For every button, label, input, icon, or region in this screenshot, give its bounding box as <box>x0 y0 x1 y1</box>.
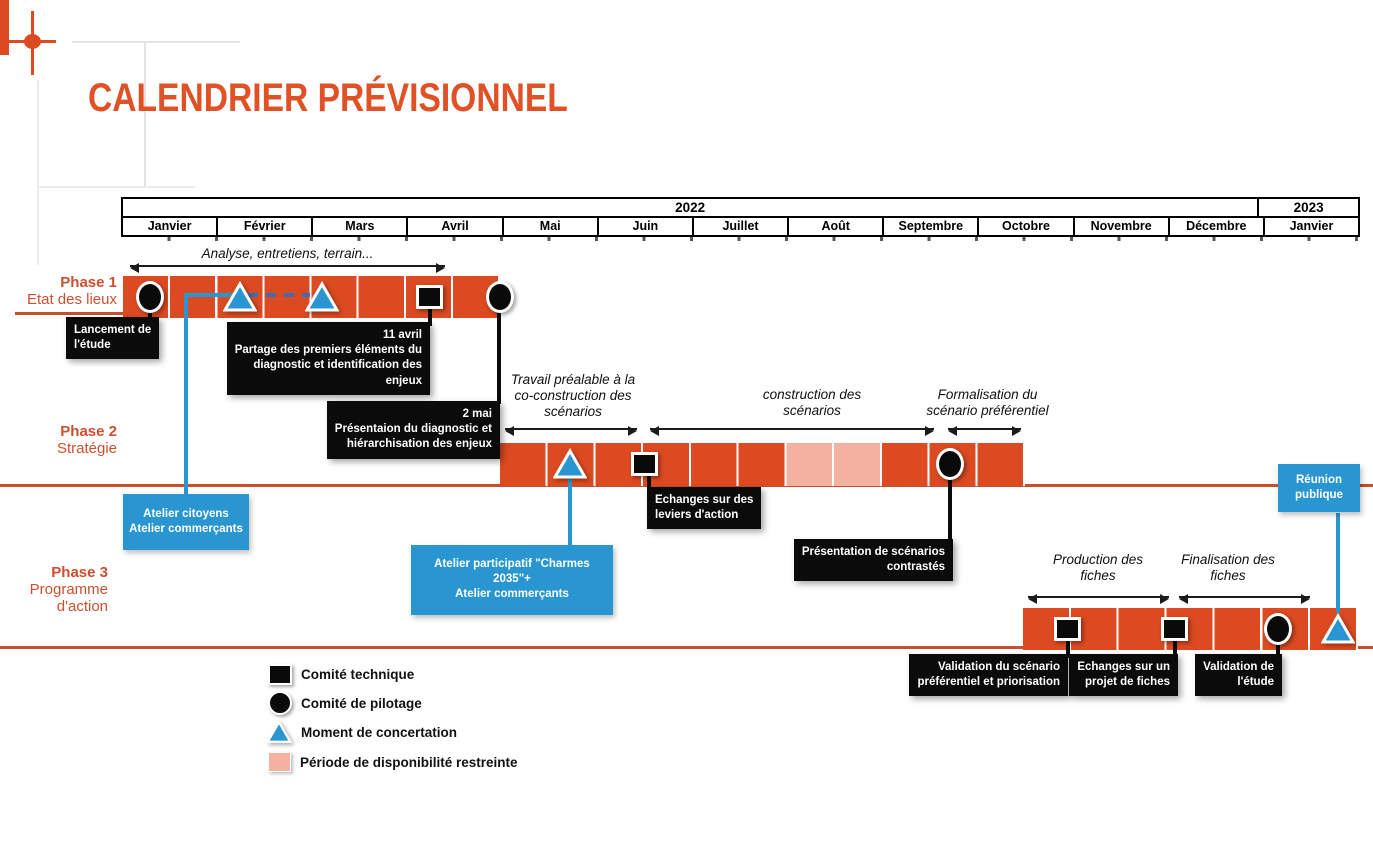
concertation-dashed-line <box>248 293 310 297</box>
month-cell: Octobre <box>979 218 1075 235</box>
phase3-label: Phase 3 Programme d'action <box>0 564 108 615</box>
callout-atelier-participatif: Atelier participatif "Charmes 2035"+ Ate… <box>411 545 613 615</box>
month-cell: Juillet <box>694 218 790 235</box>
month-row: Janvier Février Mars Avril Mai Juin Juil… <box>123 218 1358 235</box>
legend-label: Moment de concertation <box>301 724 458 740</box>
guide-line <box>72 41 240 43</box>
month-cell: Février <box>218 218 314 235</box>
month-cell: Novembre <box>1075 218 1170 235</box>
annotation-finalisation: Finalisation des fiches <box>1181 552 1275 583</box>
phase1-baseline <box>15 312 123 315</box>
avril11-connector <box>428 300 432 326</box>
arrow-analyse <box>130 263 445 273</box>
reunion-publique-connector <box>1336 513 1340 613</box>
phase3-name: Phase 3 <box>51 564 108 581</box>
half-month-ticks <box>123 237 1358 241</box>
legend-label: Comité technique <box>301 666 415 682</box>
legend-item-comite-technique: Comité technique <box>268 663 414 685</box>
month-cell: Janvier <box>123 218 219 235</box>
annotation-analyse: Analyse, entretiens, terrain... <box>201 246 374 261</box>
callout-echanges-fiches: Echanges sur un projet de fiches <box>1069 654 1178 697</box>
comite-pilotage-marker <box>136 281 164 313</box>
phase1-name: Phase 1 <box>60 274 117 291</box>
month-cell: Mai <box>504 218 599 235</box>
phase3-subtitle: Programme d'action <box>29 580 108 615</box>
legend-label: Comité de pilotage <box>301 695 422 711</box>
comite-pilotage-marker <box>1264 613 1292 645</box>
comite-technique-marker <box>1161 617 1188 641</box>
month-cell: Avril <box>408 218 504 235</box>
concertation-marker <box>1320 612 1356 645</box>
annotation-travail: Travail préalable à la co-construction d… <box>510 372 636 419</box>
crosshair-dot <box>24 34 41 49</box>
leviers-connector <box>647 468 651 490</box>
guide-line <box>37 80 39 265</box>
comite-pilotage-marker <box>936 448 964 480</box>
legend-item-concertation: Moment de concertation <box>265 719 458 744</box>
phase2-label: Phase 2 Stratégie <box>0 423 117 458</box>
callout-11-avril: 11 avril Partage des premiers éléments d… <box>226 322 430 395</box>
disponibilite-restreinte-icon <box>268 752 291 772</box>
arrow-production <box>1028 594 1169 604</box>
comite-pilotage-icon <box>268 691 292 715</box>
year-2023: 2023 <box>1293 200 1324 215</box>
month-cell: Août <box>789 218 885 235</box>
month-cell: Décembre <box>1170 218 1265 235</box>
contrastes-connector <box>948 468 952 542</box>
timeline-header: 2022 2023 Janvier Février Mars Avril Mai… <box>121 197 1360 237</box>
year-row: 2022 2023 <box>123 199 1358 218</box>
concertation-marker <box>222 280 258 313</box>
comite-technique-marker <box>631 452 658 476</box>
concertation-marker <box>304 280 340 313</box>
month-cell: Janvier <box>1289 219 1334 233</box>
legend-item-disponibilite: Période de disponibilité restreinte <box>268 751 518 773</box>
validation-etude-connector <box>1276 634 1280 658</box>
month-cell: Mars <box>313 218 409 235</box>
arrow-travail <box>505 426 637 436</box>
arrow-construction <box>650 426 934 436</box>
echanges-fiches-connector <box>1173 632 1177 658</box>
concertation-icon <box>265 719 293 744</box>
concertation-marker <box>552 447 588 480</box>
legend-item-comite-pilotage: Comité de pilotage <box>268 691 422 715</box>
annotation-production: Production des fiches <box>1052 552 1144 583</box>
concertation-link-line <box>184 293 236 297</box>
validation-scenario-connector <box>1066 632 1070 658</box>
legend-label: Période de disponibilité restreinte <box>300 754 518 770</box>
arrow-finalisation <box>1179 594 1310 604</box>
phase3-baseline <box>0 646 1373 649</box>
phase1-subtitle: Etat des lieux <box>26 290 117 308</box>
callout-2-mai: 2 mai Présentaion du diagnostic et hiéra… <box>326 401 500 459</box>
comite-technique-marker <box>1054 617 1081 641</box>
guide-line <box>38 186 195 188</box>
callout-validation-scenario: Validation du scénario préférentiel et p… <box>909 654 1068 697</box>
corner-accent-bar <box>0 0 9 55</box>
annotation-formalisation: Formalisation du scénario préférentiel <box>926 387 1049 418</box>
callout-reunion-publique: Réunion publique <box>1278 464 1360 513</box>
atelier-participatif-connector <box>568 476 572 546</box>
callout-lancement: Lancement de l'étude <box>66 317 160 360</box>
annotation-construction: construction des scénarios <box>762 387 862 418</box>
callout-leviers: Echanges sur des leviers d'action <box>647 487 762 530</box>
phase2-name: Phase 2 <box>60 423 117 440</box>
year-2022: 2022 <box>123 199 1260 216</box>
mai2-connector <box>497 300 501 404</box>
comite-pilotage-marker <box>486 281 514 313</box>
phase1-label: Phase 1 Etat des lieux <box>0 274 117 309</box>
arrow-formalisation <box>948 426 1021 436</box>
guide-line <box>144 42 146 188</box>
month-cell: Juin <box>599 218 694 235</box>
phase2-subtitle: Stratégie <box>56 439 117 457</box>
callout-scenarios-contrastes: Présentation de scénarios contrastés <box>793 539 953 582</box>
comite-technique-marker <box>416 285 443 309</box>
callout-atelier-citoyens: Atelier citoyens Atelier commerçants <box>123 494 249 551</box>
callout-validation-etude: Validation de l'étude <box>1195 654 1282 697</box>
page-title: CALENDRIER PRÉVISIONNEL <box>88 76 568 120</box>
comite-technique-icon <box>268 663 292 685</box>
month-cell: Septembre <box>884 218 980 235</box>
atelier-citoyens-connector <box>184 294 188 494</box>
